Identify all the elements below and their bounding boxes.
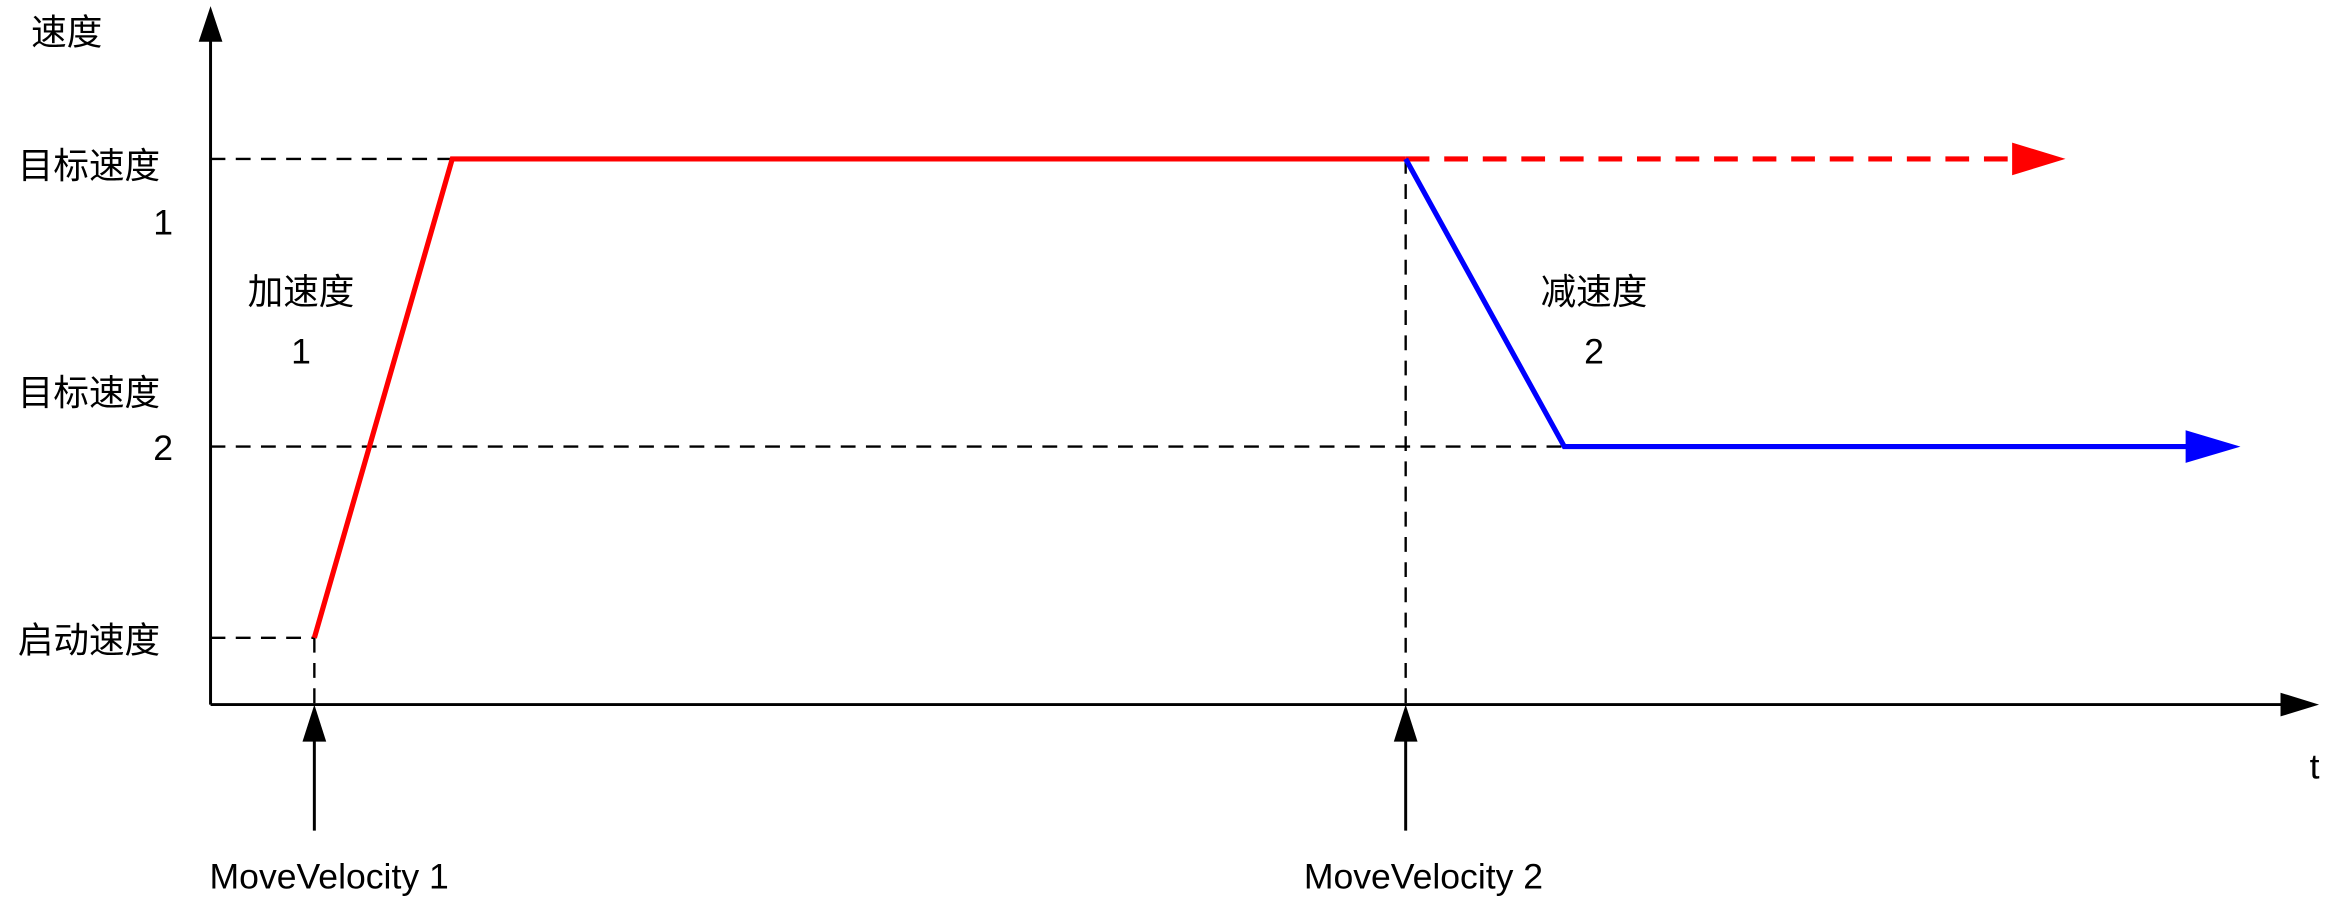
profile-1-arrow-icon	[2012, 142, 2066, 176]
y-axis-arrow-icon	[198, 6, 223, 42]
mv1-arrow-icon	[302, 704, 327, 742]
accel-1-label: 加速度	[248, 272, 355, 312]
profile-1-line	[311, 156, 1406, 639]
decel-2-label: 减速度	[1541, 272, 1648, 312]
mv2-label: MoveVelocity 2	[1304, 856, 1543, 896]
profile-2-arrow-icon	[2185, 430, 2241, 463]
x-axis-arrow-icon	[2280, 692, 2320, 717]
target-speed-1-index: 1	[153, 203, 173, 243]
x-axis-label: t	[2310, 747, 2320, 787]
y-axis-label: 速度	[31, 13, 102, 53]
accel-1-index: 1	[291, 332, 311, 372]
mv1-label: MoveVelocity 1	[210, 856, 449, 896]
start-speed-label: 启动速度	[18, 621, 160, 661]
target-speed-2-label: 目标速度	[18, 373, 160, 413]
target-speed-2-index: 2	[153, 428, 173, 468]
target-speed-1-label: 目标速度	[18, 146, 160, 186]
profile-2-line	[1403, 157, 2192, 450]
decel-2-index: 2	[1584, 332, 1604, 372]
mv2-arrow-icon	[1393, 704, 1418, 742]
